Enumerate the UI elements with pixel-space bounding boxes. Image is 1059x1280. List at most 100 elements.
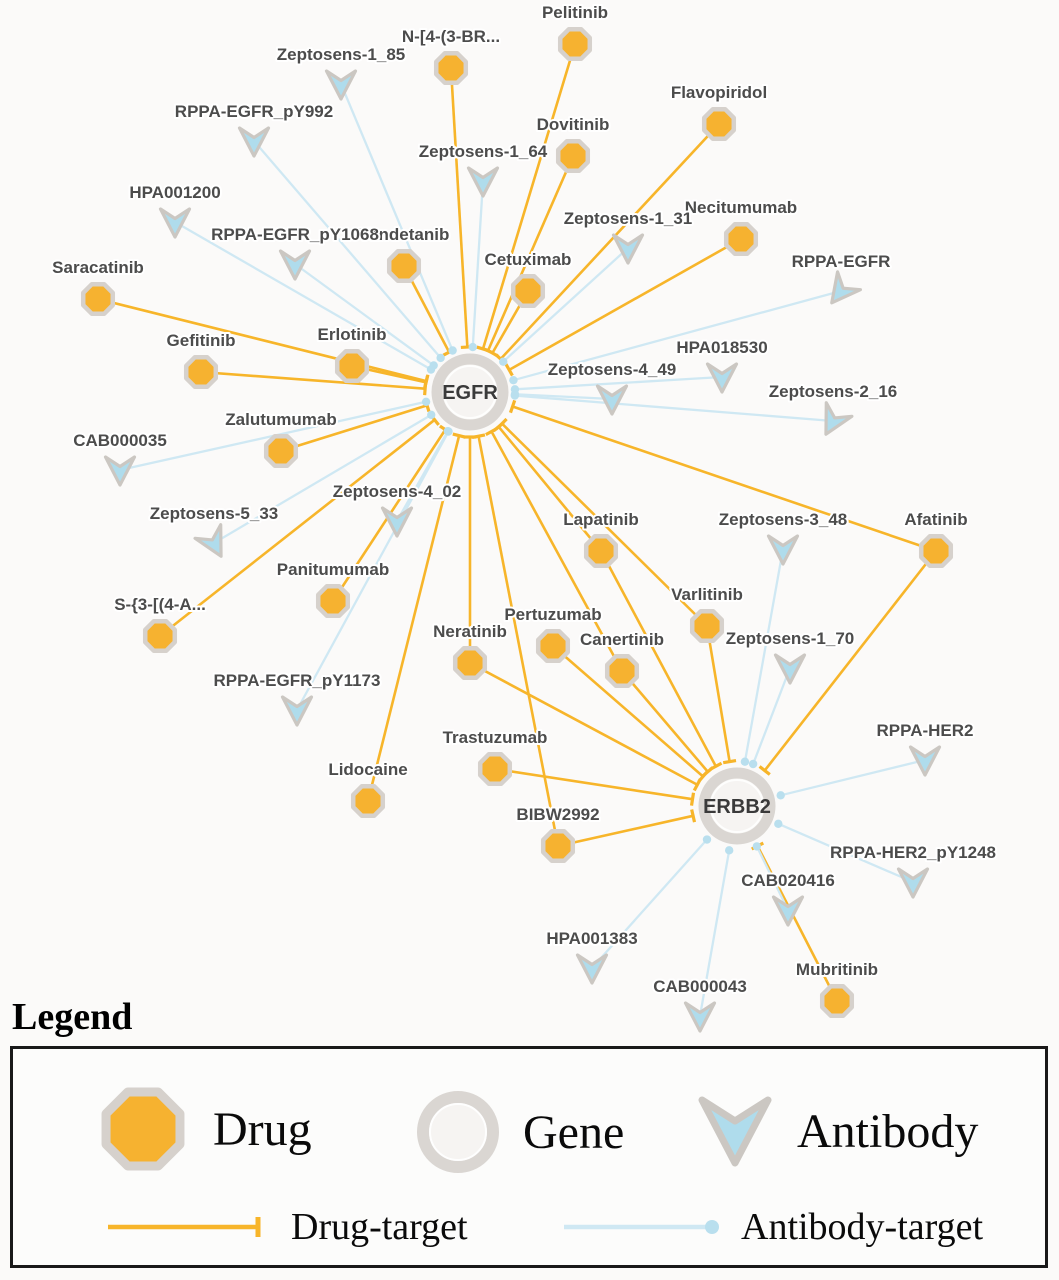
gene-inner-ring	[443, 365, 497, 419]
antibody-chevron	[830, 270, 863, 305]
antibody-label-zeptosens_5_33: Zeptosens-5_33	[150, 504, 279, 523]
antibody-edge-dot-zeptosens_3_48	[740, 757, 750, 766]
drug-label-cetuximab: Cetuximab	[485, 250, 572, 269]
drug-node-saracatinib	[80, 281, 116, 317]
drug-octagon	[80, 281, 116, 317]
antibody-edge-dot-rppa_her2_py1248	[774, 819, 783, 829]
antibody-label-cab000043: CAB000043	[653, 977, 747, 996]
drug-target-edge-necitumumab-egfr	[508, 237, 742, 372]
drug-label-pelitinib: Pelitinib	[542, 3, 608, 22]
antibody-chevron	[466, 166, 500, 198]
antibody-target-edge-rppa_her2-erbb2	[780, 758, 926, 797]
drug-node-dovitinib	[555, 138, 591, 174]
antibody-label-zeptosens_4_02: Zeptosens-4_02	[333, 482, 462, 501]
drug-node-panitumumab	[315, 583, 351, 619]
antibody-edge-dot-zeptosens_2_16	[510, 391, 520, 400]
antibody-node-zeptosens_1_85	[324, 69, 358, 101]
drug-octagon	[350, 783, 386, 819]
antibody-node-zeptosens_2_16	[824, 401, 854, 436]
antibody-node-hpa001200	[158, 207, 192, 239]
drug-octagon	[452, 645, 488, 681]
drug-octagon	[555, 138, 591, 174]
drug-label-necitumumab: Necitumumab	[685, 198, 797, 217]
drug-octagon	[263, 433, 299, 469]
drug-edge-tee-varlitinib	[496, 417, 508, 430]
antibody-edge-dot-cab000035	[421, 397, 431, 406]
drug-node-pelitinib	[557, 26, 593, 62]
drug-node-afatinib	[918, 533, 954, 569]
antibody-edge-dot-zeptosens_5_33	[427, 410, 436, 420]
antibody-label-hpa018530: HPA018530	[676, 338, 767, 357]
drug-node-gefitinib	[183, 354, 219, 390]
antibody-chevron	[766, 534, 800, 566]
antibody-label-hpa001200: HPA001200	[129, 183, 220, 202]
drug-label-n_4_3_br: N-[4-(3-BR...	[402, 27, 500, 46]
network-graph: EGFRERBB2PelitinibN-[4-(3-BR...Dovitinib…	[50, 1, 998, 1033]
drug-target-edge-gefitinib-egfr	[200, 370, 426, 390]
antibody-label-rppa_egfr_py992: RPPA-EGFR_pY992	[175, 102, 333, 121]
drug-octagon	[723, 221, 759, 257]
drug-label-s_3_4_a: S-{3-[(4-A...	[114, 595, 206, 614]
drug-target-edge-varlitinib-erbb2	[705, 625, 731, 762]
gene-label-erbb2: ERBB2	[703, 796, 771, 818]
antibody-edge-dot-rppa_egfr_py1068	[429, 361, 438, 370]
drug-octagon	[540, 828, 576, 864]
drug-label-gefitinib: Gefitinib	[167, 331, 236, 350]
drug-node-vandetanib	[386, 248, 422, 284]
antibody-label-rppa_her2: RPPA-HER2	[877, 721, 974, 740]
drug-node-bibw2992	[540, 828, 576, 864]
nodes-layer	[80, 26, 954, 1033]
drug-node-n_4_3_br	[433, 50, 469, 86]
drug-edge-tee-canertinib	[485, 427, 499, 437]
drug-label-varlitinib: Varlitinib	[671, 585, 743, 604]
drug-node-lidocaine	[350, 783, 386, 819]
antibody-node-rppa_egfr_py992	[237, 126, 271, 158]
drug-label-canertinib: Canertinib	[580, 630, 664, 649]
gene-node-egfr	[431, 353, 509, 431]
antibody-chevron	[705, 362, 739, 394]
antibody-target-edge-zeptosens_3_48-erbb2	[743, 548, 785, 762]
antibody-edge-dot-zeptosens_1_85	[448, 346, 457, 355]
antibody-target-edge-rppa_egfr-egfr	[513, 289, 842, 382]
antibody-node-rppa_egfr_py1173	[280, 695, 314, 727]
drug-node-lapatinib	[583, 533, 619, 569]
antibody-node-hpa018530	[705, 362, 739, 394]
antibody-node-zeptosens_1_70	[773, 653, 807, 685]
drug-edge-tee-trastuzumab	[689, 792, 696, 806]
antibody-node-zeptosens_4_49	[595, 384, 629, 416]
legend-item-antibody: Antibody	[691, 1089, 978, 1173]
antibody-label-zeptosens_1_70: Zeptosens-1_70	[726, 629, 855, 648]
legend-item-drug: Drug	[91, 1077, 312, 1181]
gene-node-erbb2	[698, 767, 776, 845]
antibody-node-cab000035	[103, 455, 137, 487]
antibody-label-rppa_egfr_py1173: RPPA-EGFR_pY1173	[214, 671, 381, 690]
drug-target-edge-dovitinib-egfr	[486, 155, 575, 352]
antibody-label-rppa_egfr_py1068: RPPA-EGFR_pY1068	[211, 225, 379, 244]
legend-box: Drug Gene Antibody Drug-target Antibody-…	[10, 1046, 1048, 1268]
drug-edge-tee-cetuximab	[485, 348, 499, 358]
antibody-node-zeptosens_1_31	[611, 233, 645, 265]
antibody-label-zeptosens_3_48: Zeptosens-3_48	[719, 510, 848, 529]
antibody-chevron	[278, 249, 312, 281]
antibody-chevron	[237, 126, 271, 158]
antibody-edge-dot-cab020416	[752, 842, 762, 851]
drug-octagon	[557, 26, 593, 62]
antibody-chevron	[896, 867, 930, 899]
antibody-chevron	[611, 233, 645, 265]
legend-title: Legend	[12, 996, 133, 1038]
antibody-target-edge-rppa_egfr_py1068-egfr	[294, 263, 435, 367]
antibody-chevron	[380, 506, 414, 538]
antibody-edge-dot-zeptosens_1_31	[499, 357, 508, 366]
drug-octagon	[433, 50, 469, 86]
gene-label-egfr: EGFR	[442, 382, 498, 404]
antibody-label-rppa_egfr: RPPA-EGFR	[792, 252, 891, 271]
antibody-target-edge-cab020416-erbb2	[755, 845, 790, 911]
antibody-chevron	[683, 1001, 717, 1033]
antibody-edge-dot-rppa_egfr	[509, 375, 518, 385]
antibody-edge-dot-rppa_her2	[776, 791, 785, 800]
legend-item-drug-target: Drug-target	[105, 1205, 468, 1249]
antibody-target-edge-cab000043-erbb2	[698, 850, 731, 1017]
antibody-chevron	[908, 745, 942, 777]
antibody-node-zeptosens_4_02	[380, 506, 414, 538]
antibody-label-rppa_her2_py1248: RPPA-HER2_pY1248	[830, 843, 996, 862]
